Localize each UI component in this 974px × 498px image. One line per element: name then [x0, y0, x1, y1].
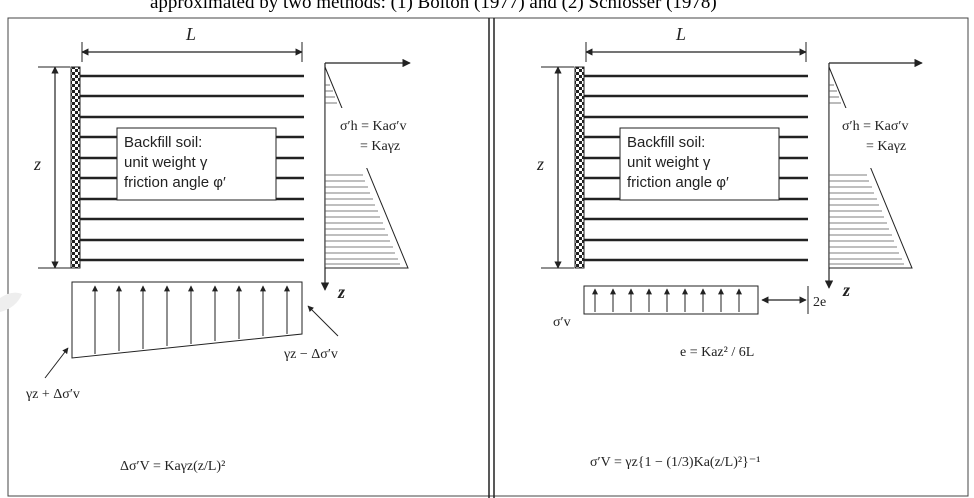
- right-base-pressure: [583, 285, 759, 315]
- watermark-fragment: [0, 292, 22, 312]
- left-pressure-eq-1: σ′h = Kaσ′v: [340, 119, 406, 134]
- left-base-left-pointer: [44, 347, 69, 379]
- right-wall-facing: [574, 66, 585, 269]
- right-depth-label: z: [536, 154, 544, 174]
- left-pressure-hatching: [325, 84, 400, 265]
- left-z-axis-label: z: [337, 282, 345, 302]
- right-pressure-eq-2: = Kaγz: [866, 139, 906, 154]
- left-soil-line-2: unit weight γ: [124, 154, 208, 171]
- left-soil-line-1: Backfill soil:: [124, 134, 202, 151]
- right-pressure-eq-1: σ′h = Kaσ′v: [842, 119, 908, 134]
- right-soil-line-2: unit weight γ: [627, 154, 711, 171]
- right-soil-box: [619, 127, 780, 201]
- right-soil-line-3: friction angle φ′: [627, 174, 729, 191]
- right-eccentricity-label: 2e: [813, 295, 826, 310]
- right-z-axis-label: z: [842, 280, 850, 300]
- left-soil-box: [116, 127, 277, 201]
- heading-text: approximated by two methods: (1) Bolton …: [150, 0, 717, 13]
- right-formula: σ′V = γz{1 − (1/3)Ka(z/L)²}⁻¹: [590, 455, 760, 470]
- right-length-label: L: [675, 24, 686, 44]
- left-panel: L z Backfill soil: unit weight γ frictio…: [25, 24, 418, 474]
- right-base-arrows: [592, 288, 742, 312]
- left-base-left-label: γz + Δσ′v: [25, 387, 80, 402]
- left-depth-label: z: [33, 154, 41, 174]
- left-formula: Δσ′V = Kaγz(z/L)²: [120, 459, 225, 474]
- left-base-arrows: [92, 285, 290, 354]
- left-soil-line-3: friction angle φ′: [124, 174, 226, 191]
- right-e-formula: e = Kaz² / 6L: [680, 345, 754, 360]
- right-base-left-label: σ′v: [553, 315, 571, 330]
- left-length-label: L: [185, 24, 196, 44]
- figure-frame: [7, 17, 969, 497]
- right-soil-line-1: Backfill soil:: [627, 134, 705, 151]
- left-base-right-label: γz − Δσ′v: [283, 347, 338, 362]
- right-panel: L z Backfill soil: unit weight γ frictio…: [536, 24, 928, 470]
- right-pressure-hatching: [829, 84, 904, 265]
- left-pressure-eq-2: = Kaγz: [360, 139, 400, 154]
- left-base-right-pointer: [307, 305, 339, 337]
- left-base-pressure: [71, 281, 303, 359]
- left-wall-facing: [70, 66, 81, 269]
